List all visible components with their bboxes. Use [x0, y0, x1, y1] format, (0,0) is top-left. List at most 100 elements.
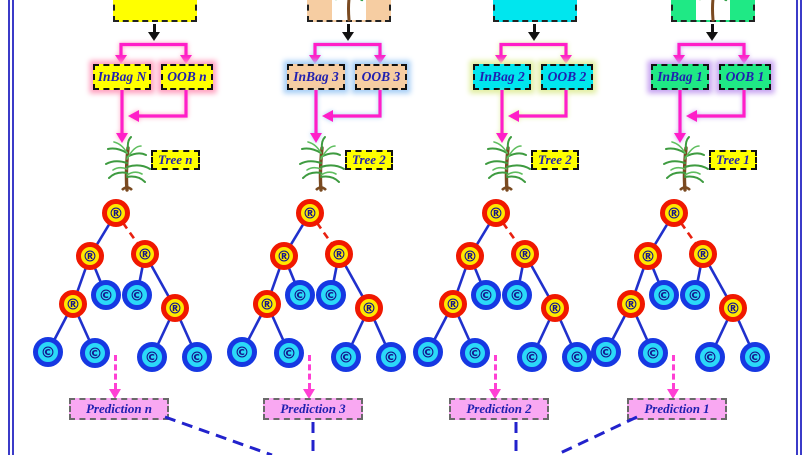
- tree-node-leaf-c: ©: [316, 280, 346, 310]
- black-down-arrow-head: [528, 32, 540, 41]
- black-down-arrow: [533, 24, 536, 33]
- sapling-icon: [663, 136, 709, 192]
- black-down-arrow: [347, 24, 350, 33]
- tree-node-root-r: ®: [131, 240, 159, 268]
- regression-glyph: ®: [277, 248, 292, 266]
- regression-glyph: ®: [109, 205, 124, 223]
- black-down-arrow-head: [148, 32, 160, 41]
- tree-node-root-r: ®: [59, 290, 87, 318]
- tree-node-root-r: ®: [355, 294, 383, 322]
- black-down-arrow-head: [706, 32, 718, 41]
- flow-connector: [310, 90, 382, 143]
- tree-node-root-r: ®: [634, 242, 662, 270]
- tree-label: Tree 2: [531, 150, 579, 170]
- classification-glyph: ©: [570, 349, 585, 367]
- tree-node-root-r: ®: [161, 294, 189, 322]
- classification-glyph: ©: [657, 287, 672, 305]
- classification-glyph: ©: [525, 349, 540, 367]
- split-bracket-arrows: [309, 42, 386, 64]
- frame-border-right: [796, 0, 802, 455]
- prediction-label: Prediction n: [85, 401, 153, 416]
- tree-node-leaf-c: ©: [502, 280, 532, 310]
- palm-tree-icon: [699, 0, 728, 22]
- prediction-arrow-line: [308, 355, 311, 389]
- tree-node-leaf-c: ©: [562, 342, 592, 372]
- classification-glyph: ©: [190, 349, 205, 367]
- inbag-label: InBag 2: [479, 69, 525, 84]
- flow-connector: [116, 90, 188, 143]
- classification-glyph: ©: [99, 287, 114, 305]
- tree-node-root-r: ®: [482, 199, 510, 227]
- tree-label-text: Tree 1: [716, 152, 750, 167]
- split-bracket-arrows: [495, 42, 572, 64]
- inbag-box: InBag N: [93, 64, 151, 90]
- classification-glyph: ©: [703, 349, 718, 367]
- pipeline-column: InBag N OOB n Tree n ®: [25, 0, 215, 455]
- split-bracket-arrows: [115, 42, 192, 64]
- classification-glyph: ©: [293, 287, 308, 305]
- classification-glyph: ©: [235, 344, 250, 362]
- tree-node-leaf-c: ©: [91, 280, 121, 310]
- sapling-icon: [105, 136, 151, 192]
- classification-glyph: ©: [599, 344, 614, 362]
- tree-node-root-r: ®: [719, 294, 747, 322]
- pipeline-column: InBag 2 OOB 2 Tree 2 ®: [405, 0, 595, 455]
- tree-label: Tree 1: [709, 150, 757, 170]
- classification-glyph: ©: [282, 345, 297, 363]
- tree-node-leaf-c: ©: [376, 342, 406, 372]
- regression-glyph: ®: [446, 296, 461, 314]
- regression-glyph: ®: [624, 296, 639, 314]
- inbag-box: InBag 2: [473, 64, 531, 90]
- tree-node-leaf-c: ©: [740, 342, 770, 372]
- prediction-arrow-line: [114, 355, 117, 389]
- decision-tree: ® ® ® ® © © ® © © ©: [33, 199, 212, 372]
- oob-label: OOB 2: [547, 69, 587, 84]
- tree-node-root-r: ®: [325, 240, 353, 268]
- tree-node-leaf-c: ©: [331, 342, 361, 372]
- tree-node-leaf-c: ©: [517, 342, 547, 372]
- tree-node-root-r: ®: [439, 290, 467, 318]
- tree-node-leaf-c: ©: [182, 342, 212, 372]
- regression-glyph: ®: [83, 248, 98, 266]
- split-bracket-arrows: [673, 42, 750, 64]
- prediction-arrow-line: [672, 355, 675, 389]
- tree-label-text: Tree 2: [352, 152, 386, 167]
- classification-glyph: ©: [468, 345, 483, 363]
- prediction-label: Prediction 3: [280, 401, 346, 416]
- tree-node-leaf-c: ©: [471, 280, 501, 310]
- regression-glyph: ®: [260, 296, 275, 314]
- classification-glyph: ©: [324, 287, 339, 305]
- tree-node-root-r: ®: [102, 199, 130, 227]
- tree-node-root-r: ®: [253, 290, 281, 318]
- flow-connector: [496, 90, 568, 143]
- classification-glyph: ©: [339, 349, 354, 367]
- oob-box: OOB 2: [541, 64, 593, 90]
- tree-node-leaf-c: ©: [695, 342, 725, 372]
- tree-node-leaf-c: ©: [33, 337, 63, 367]
- oob-box: OOB 3: [355, 64, 407, 90]
- tree-label: Tree n: [151, 150, 200, 170]
- prediction-arrow-head: [109, 389, 121, 399]
- tree-node-root-r: ®: [456, 242, 484, 270]
- classification-glyph: ©: [41, 344, 56, 362]
- tree-label-text: Tree 2: [538, 152, 572, 167]
- classification-glyph: ©: [748, 349, 763, 367]
- classification-glyph: ©: [130, 287, 145, 305]
- classification-glyph: ©: [145, 349, 160, 367]
- decision-tree: ® ® ® ® © © ® © © ©: [413, 199, 592, 372]
- prediction-box: Prediction 1: [627, 398, 727, 420]
- tree-node-leaf-c: ©: [638, 338, 668, 368]
- classification-glyph: ©: [479, 287, 494, 305]
- tree-node-root-r: ®: [660, 199, 688, 227]
- tree-node-leaf-c: ©: [413, 337, 443, 367]
- regression-glyph: ®: [489, 205, 504, 223]
- tree-node-leaf-c: ©: [680, 280, 710, 310]
- prediction-box: Prediction 3: [263, 398, 363, 420]
- tree-node-root-r: ®: [541, 294, 569, 322]
- inbag-box: InBag 1: [651, 64, 709, 90]
- regression-glyph: ®: [726, 300, 741, 318]
- pipeline-column: InBag 3 OOB 3 Tree 2 ®: [219, 0, 409, 455]
- regression-glyph: ®: [138, 246, 153, 264]
- regression-glyph: ®: [641, 248, 656, 266]
- tree-node-leaf-c: ©: [274, 338, 304, 368]
